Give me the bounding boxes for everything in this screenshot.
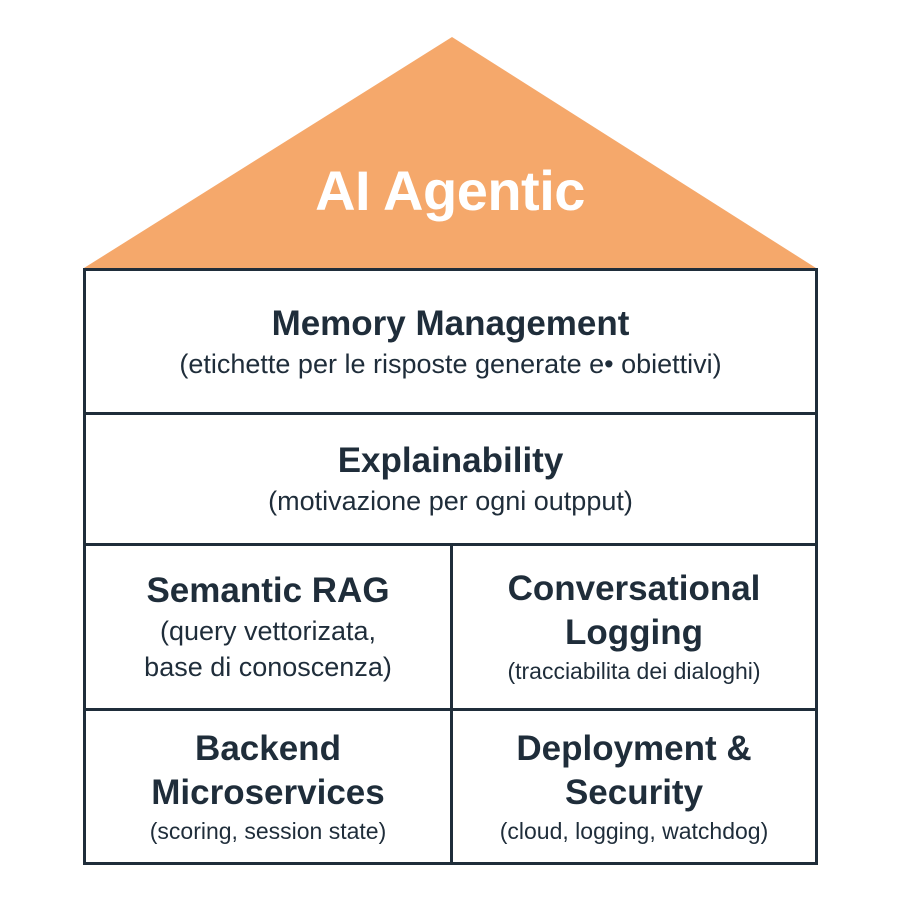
explainability-title: Explainability bbox=[337, 441, 564, 480]
roof-title: AI Agentic bbox=[315, 159, 585, 222]
conversational-title-line2: Logging bbox=[564, 613, 703, 652]
layer-conversational-logging: Conversational Logging (tracciabilita de… bbox=[453, 546, 815, 708]
layer-deployment-security: Deployment & Security (cloud, logging, w… bbox=[453, 711, 815, 862]
layer-memory-management: Memory Management (etichette per le risp… bbox=[86, 271, 815, 412]
semantic-rag-subtitle-line2: base di conoscenza) bbox=[144, 652, 392, 682]
conversational-title-line1: Conversational bbox=[507, 569, 761, 608]
backend-title-line2: Microservices bbox=[151, 772, 385, 812]
deployment-subtitle: (cloud, logging, watchdog) bbox=[499, 817, 769, 844]
roof-shape bbox=[84, 37, 816, 268]
deployment-title-line1: Deployment & bbox=[516, 728, 752, 768]
memory-title: Memory Management bbox=[271, 303, 630, 343]
layer-explainability: Explainability (motivazione per ogni out… bbox=[86, 415, 815, 543]
backend-subtitle: (scoring, session state) bbox=[149, 817, 387, 844]
explainability-subtitle: (motivazione per ogni outpput) bbox=[268, 486, 633, 516]
memory-subtitle: (etichette per le risposte generate e• o… bbox=[179, 348, 722, 379]
conversational-subtitle: (tracciabilita dei dialoghi) bbox=[507, 658, 761, 684]
backend-title-line1: Backend bbox=[195, 728, 341, 768]
divider-memory-top bbox=[83, 268, 818, 271]
semantic-rag-title: Semantic RAG bbox=[146, 571, 390, 610]
layer-semantic-rag: Semantic RAG (query vettorizata, base di… bbox=[86, 546, 450, 708]
deployment-title-line2: Security bbox=[564, 772, 704, 812]
semantic-rag-subtitle-line1: (query vettorizata, bbox=[159, 616, 377, 646]
divider-vertical bbox=[450, 543, 453, 865]
divider-memory-explainability bbox=[83, 412, 818, 415]
layer-backend-microservices: Backend Microservices (scoring, session … bbox=[86, 711, 450, 862]
